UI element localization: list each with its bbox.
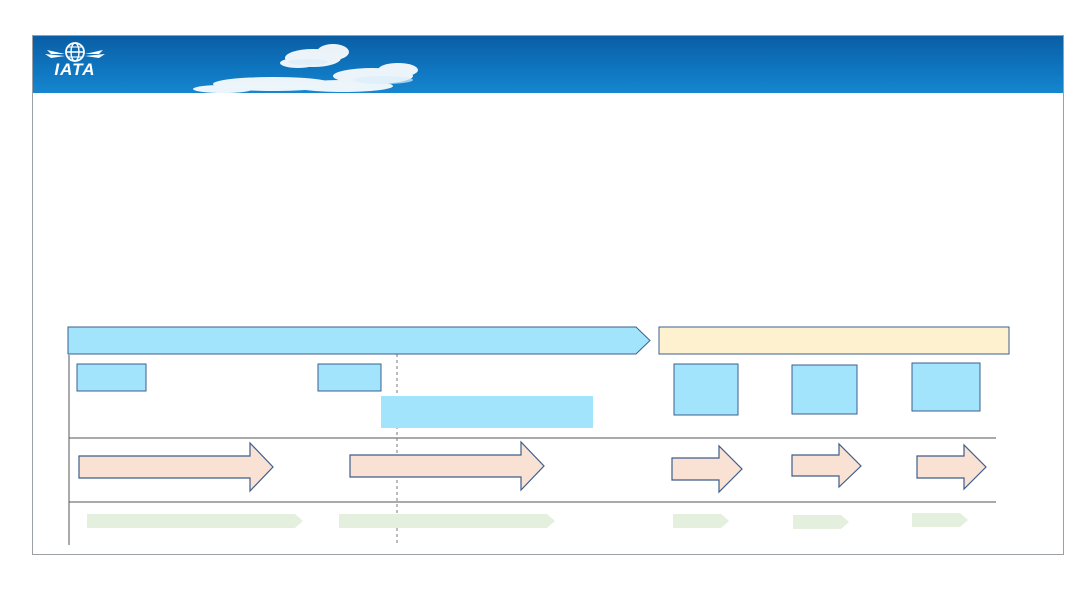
green-chevron-2 [339, 514, 555, 528]
step-box-2 [317, 363, 382, 392]
step-box-1 [76, 363, 147, 392]
green-chevron-5 [912, 513, 968, 527]
peach-arrow-4 [791, 442, 862, 489]
peach-arrow-5 [916, 443, 987, 491]
phase-arrow-blue [67, 326, 651, 355]
step-box-3 [673, 363, 739, 416]
step-box-4 [791, 364, 858, 415]
step-box-5 [911, 362, 981, 412]
peach-arrow-2 [349, 440, 545, 492]
header-banner: IATA [33, 36, 1063, 93]
green-chevron-4 [793, 515, 849, 529]
green-chevron-3 [673, 514, 729, 528]
step-box-wide [381, 396, 593, 428]
clouds-image [193, 44, 418, 93]
globe-wings-icon [45, 42, 105, 62]
green-chevron-1 [87, 514, 303, 528]
peach-arrow-3 [671, 444, 743, 494]
phase-box-cream [658, 326, 1010, 355]
peach-arrow-1 [78, 441, 274, 493]
logo-text: IATA [54, 60, 96, 79]
